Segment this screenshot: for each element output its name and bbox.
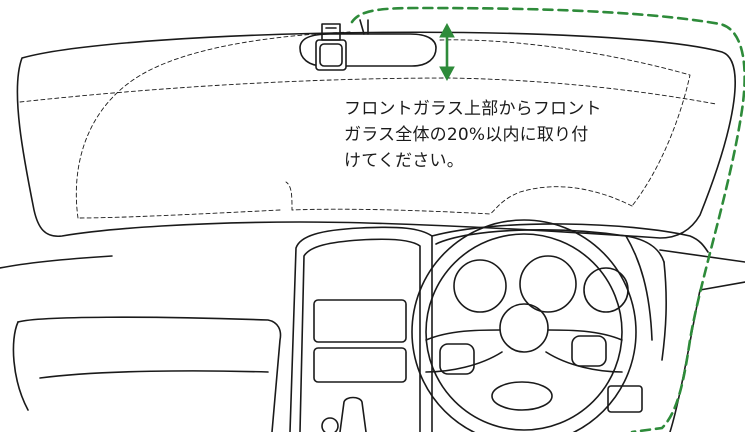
dashboard-right-lower (625, 235, 667, 361)
radio-panel (313, 299, 407, 343)
gear-lever (339, 396, 367, 432)
installation-instruction: フロントガラス上部からフロント ガラス全体の20%以内に取り付 けてください。 (344, 96, 664, 174)
windshield-outline (16, 31, 736, 239)
height-arrow-icon (439, 22, 455, 82)
instruction-line-1: フロントガラス上部からフロント (344, 99, 602, 119)
rearview-mirror (299, 33, 437, 67)
gauge-left (453, 259, 507, 313)
mounting-area-boundary (350, 6, 745, 432)
gauge-center (519, 255, 577, 313)
gauge-right (583, 267, 629, 313)
steering-hub (499, 303, 549, 353)
hvac-panel (313, 347, 407, 383)
dashboard-left-panel (17, 316, 282, 432)
mirror-stem (359, 19, 369, 35)
instrument-cluster-hood (435, 229, 665, 263)
switch-panel (607, 385, 643, 413)
center-console (289, 226, 433, 432)
steering-bottom-pad (491, 381, 553, 411)
steering-button-right (571, 335, 607, 367)
camera-clip (321, 23, 341, 41)
dashboard-left-edge (0, 255, 113, 269)
instruction-line-2: ガラス全体の20%以内に取り付 (344, 125, 589, 145)
steering-spoke-right (545, 329, 623, 373)
steering-wheel-outer (411, 219, 637, 432)
windshield-inner-dashed (75, 31, 691, 219)
dash-camera-lens (319, 43, 343, 67)
instruction-line-3: けてください。 (344, 151, 464, 171)
dashboard-left-lower (39, 370, 269, 379)
glovebox-edge (12, 321, 29, 411)
console-knob (321, 417, 339, 432)
door-trim (669, 281, 745, 432)
steering-button-left (439, 343, 475, 375)
center-console-inner (299, 238, 421, 432)
steering-wheel-inner (425, 233, 623, 431)
twenty-percent-line (19, 77, 717, 105)
steering-spoke-left (425, 329, 503, 373)
